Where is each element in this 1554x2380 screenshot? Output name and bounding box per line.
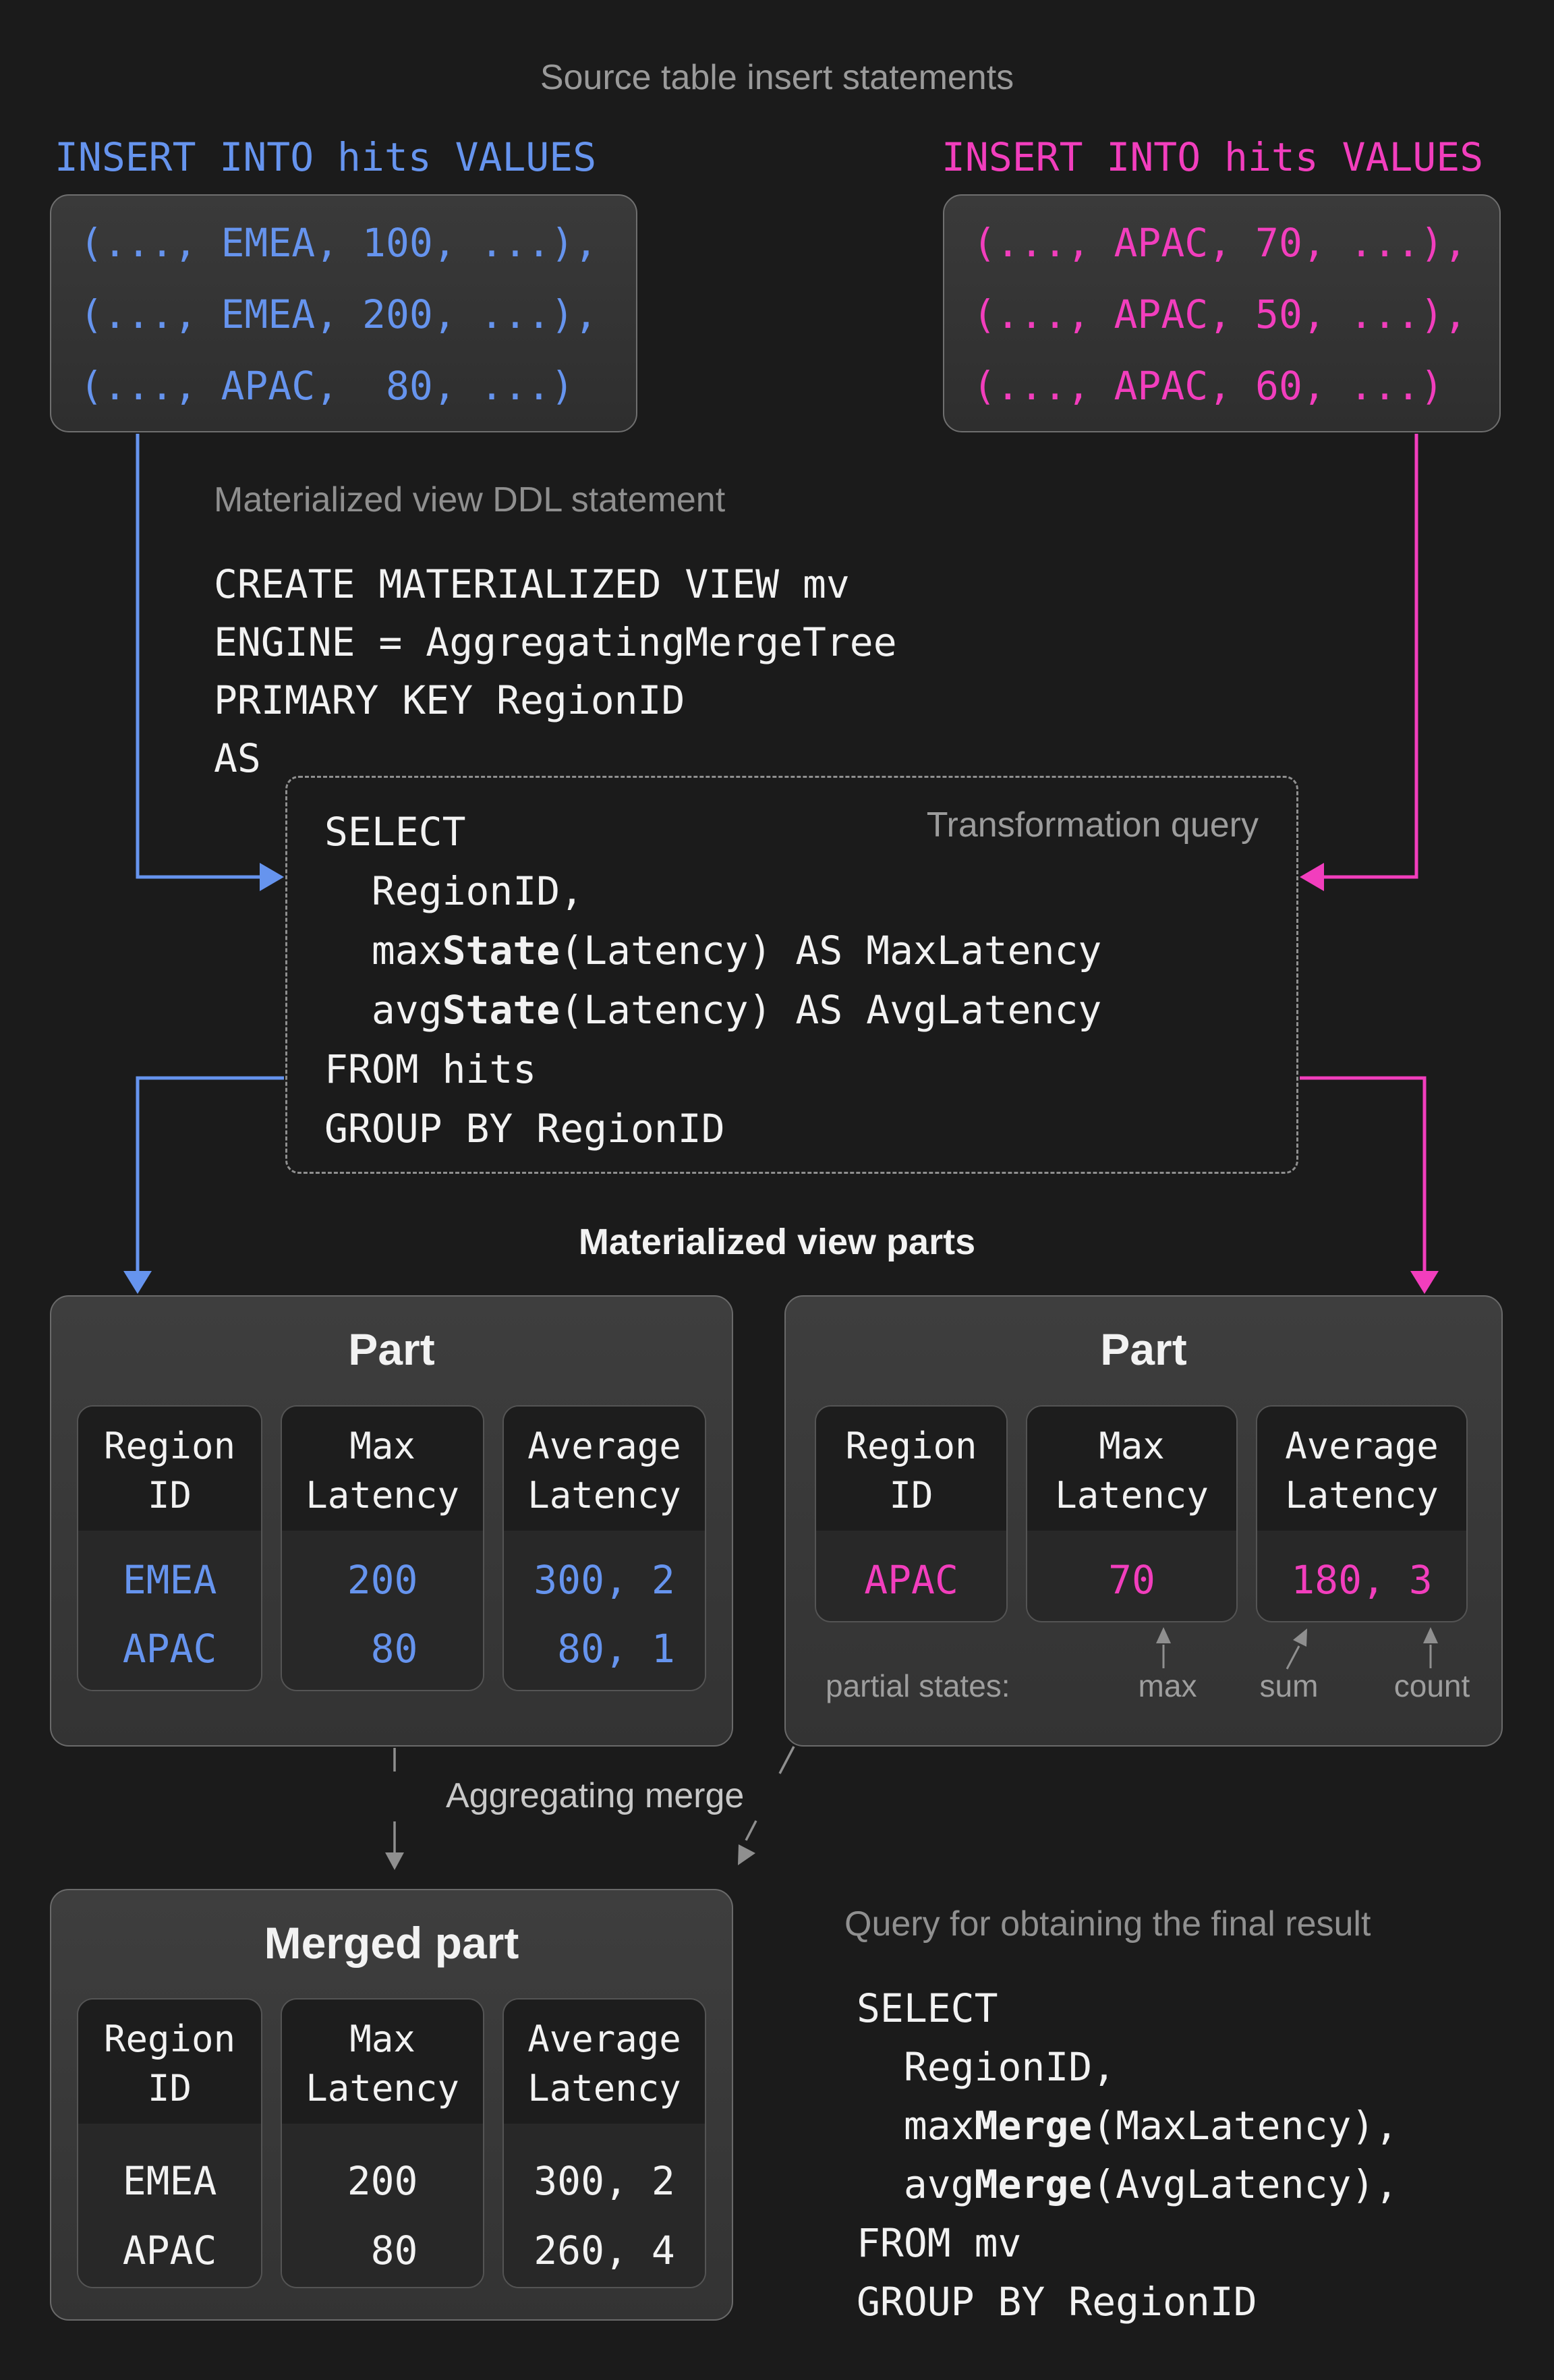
transformation-query-label: Transformation query [926,805,1259,845]
right-insert-values: (..., APAC, 70, ...),(..., APAC, 50, ...… [973,220,1468,409]
page-title: Source table insert statements [540,58,1014,97]
column-values: 200 80 [347,2158,418,2273]
partial-state-max-label: max [1138,1668,1197,1703]
right-insert-statement-label: INSERT INTO hits VALUES [942,134,1484,180]
left-insert-values: (..., EMEA, 100, ...),(..., EMEA, 200, .… [80,220,598,409]
ddl-section-label: Materialized view DDL statement [214,480,726,519]
column-values: 70 [1108,1557,1155,1603]
column-header: Average Latency [504,1407,705,1531]
partial-states-label: partial states: [826,1668,1010,1703]
column-header: Region ID [78,2000,262,2124]
column-header: Max Latency [282,1407,484,1531]
right-insert-to-query-arrow [1300,434,1418,891]
right-insert-values-box: (..., APAC, 70, ...),(..., APAC, 50, ...… [943,194,1501,432]
part-right-columns: Region ID APAC Max Latency 70 Average La… [815,1405,1468,1622]
column-header: Average Latency [504,2000,705,2124]
part-right-title: Part [1100,1324,1187,1374]
partial-state-count-label: count [1393,1668,1470,1703]
column-average-latency: Average Latency 180, 3 [1256,1405,1468,1622]
final-query-label: Query for obtaining the final result [844,1904,1371,1944]
column-values: 180, 3 [1291,1557,1433,1603]
column-values: 300, 2 80, 1 [534,1557,675,1672]
left-part-merge-arrow [385,1748,404,1870]
column-values: 200 80 [347,1557,418,1672]
column-header: Average Latency [1257,1407,1466,1531]
partial-state-sum-label: sum [1259,1668,1319,1703]
transformation-query-code: SELECT RegionID, maxState(Latency) AS Ma… [324,809,1102,1152]
part-left-title: Part [348,1324,435,1374]
materialized-view-parts-title: Materialized view parts [578,1222,976,1262]
left-insert-values-box: (..., EMEA, 100, ...),(..., EMEA, 200, .… [50,194,637,432]
right-part-merge-arrow [738,1746,795,1865]
final-query-code: SELECT RegionID, maxMerge(MaxLatency), a… [857,1985,1399,2325]
column-header: Region ID [816,1407,1007,1531]
part-right: Part Region ID APAC Max Latency 70 Avera… [784,1295,1503,1747]
column-region-id: Region ID APAC [815,1405,1008,1622]
column-values: APAC [864,1557,958,1603]
column-max-latency: Max Latency 200 80 [281,1998,485,2288]
merged-part-title: Merged part [264,1918,519,1968]
column-header: Max Latency [282,2000,484,2124]
column-max-latency: Max Latency 70 [1026,1405,1238,1622]
aggregating-merge-label: Aggregating merge [446,1776,745,1815]
transformation-query-box: Transformation query SELECT RegionID, ma… [285,776,1298,1174]
left-insert-statement-label: INSERT INTO hits VALUES [55,134,597,180]
column-max-latency: Max Latency 200 80 [281,1405,485,1691]
column-average-latency: Average Latency 300, 2 80, 1 [502,1405,706,1691]
column-header: Region ID [78,1407,262,1531]
column-header: Max Latency [1027,1407,1237,1531]
